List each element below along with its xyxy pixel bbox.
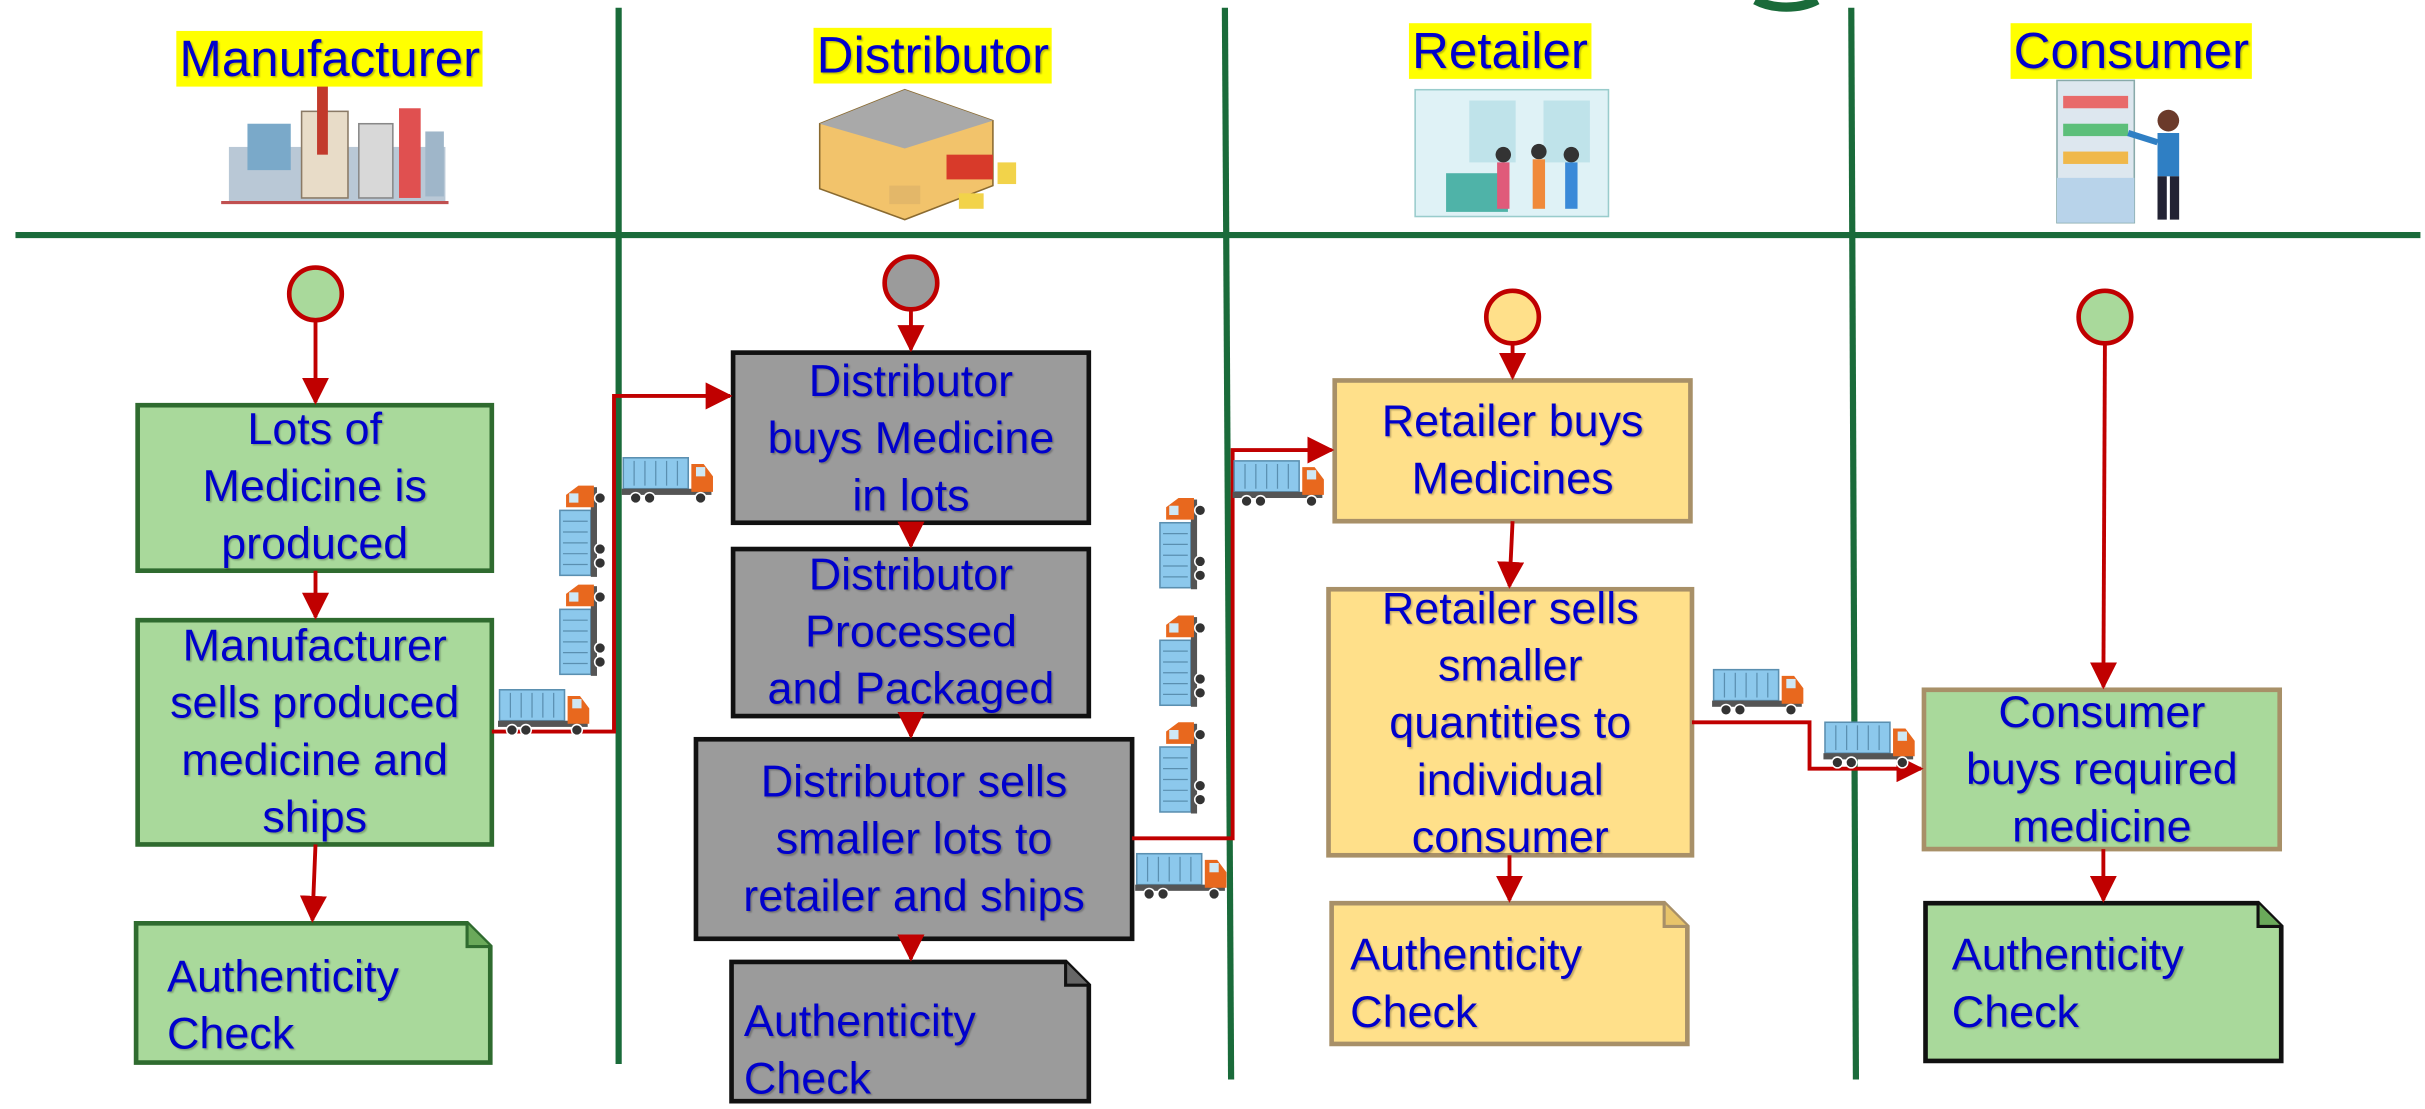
flow-arrows (299, 309, 2118, 962)
consumer-shelf-icon (2056, 79, 2180, 224)
manufacturer-check-doc (133, 921, 493, 1065)
pharmacy-store-icon (1414, 88, 1610, 218)
top-cutoff-shape (1753, 0, 1820, 12)
manufacturer-start-node (286, 265, 345, 323)
distributor-process-box (730, 546, 1092, 719)
distributor-check-doc (729, 959, 1092, 1104)
retailer-check-doc (1329, 900, 1690, 1047)
consumer-start-node (2076, 288, 2134, 346)
lane-divider-2 (1221, 7, 1235, 1080)
factory-icon (221, 85, 449, 205)
retailer-start-node (1483, 288, 1542, 346)
lane-dividers (15, 7, 2421, 1080)
lane-divider-3 (1848, 7, 1860, 1080)
retailer-sell-box (1326, 586, 1695, 858)
retailer-buy-box (1332, 378, 1693, 524)
consumer-buy-box (1921, 687, 2283, 852)
distributor-sell-box (693, 736, 1135, 942)
manufacturer-produce-box (135, 402, 495, 574)
warehouse-icon (818, 88, 1017, 221)
distributor-buy-box (730, 350, 1092, 526)
lane-header-distributor: Distributor (813, 27, 1053, 84)
distributor-start-node (882, 254, 940, 312)
consumer-check-doc (1923, 900, 2284, 1064)
lane-header-consumer: Consumer (2010, 22, 2253, 79)
manufacturer-sell-box (135, 617, 495, 847)
lane-header-manufacturer: Manufacturer (176, 30, 484, 87)
lane-header-retailer: Retailer (1408, 22, 1592, 79)
